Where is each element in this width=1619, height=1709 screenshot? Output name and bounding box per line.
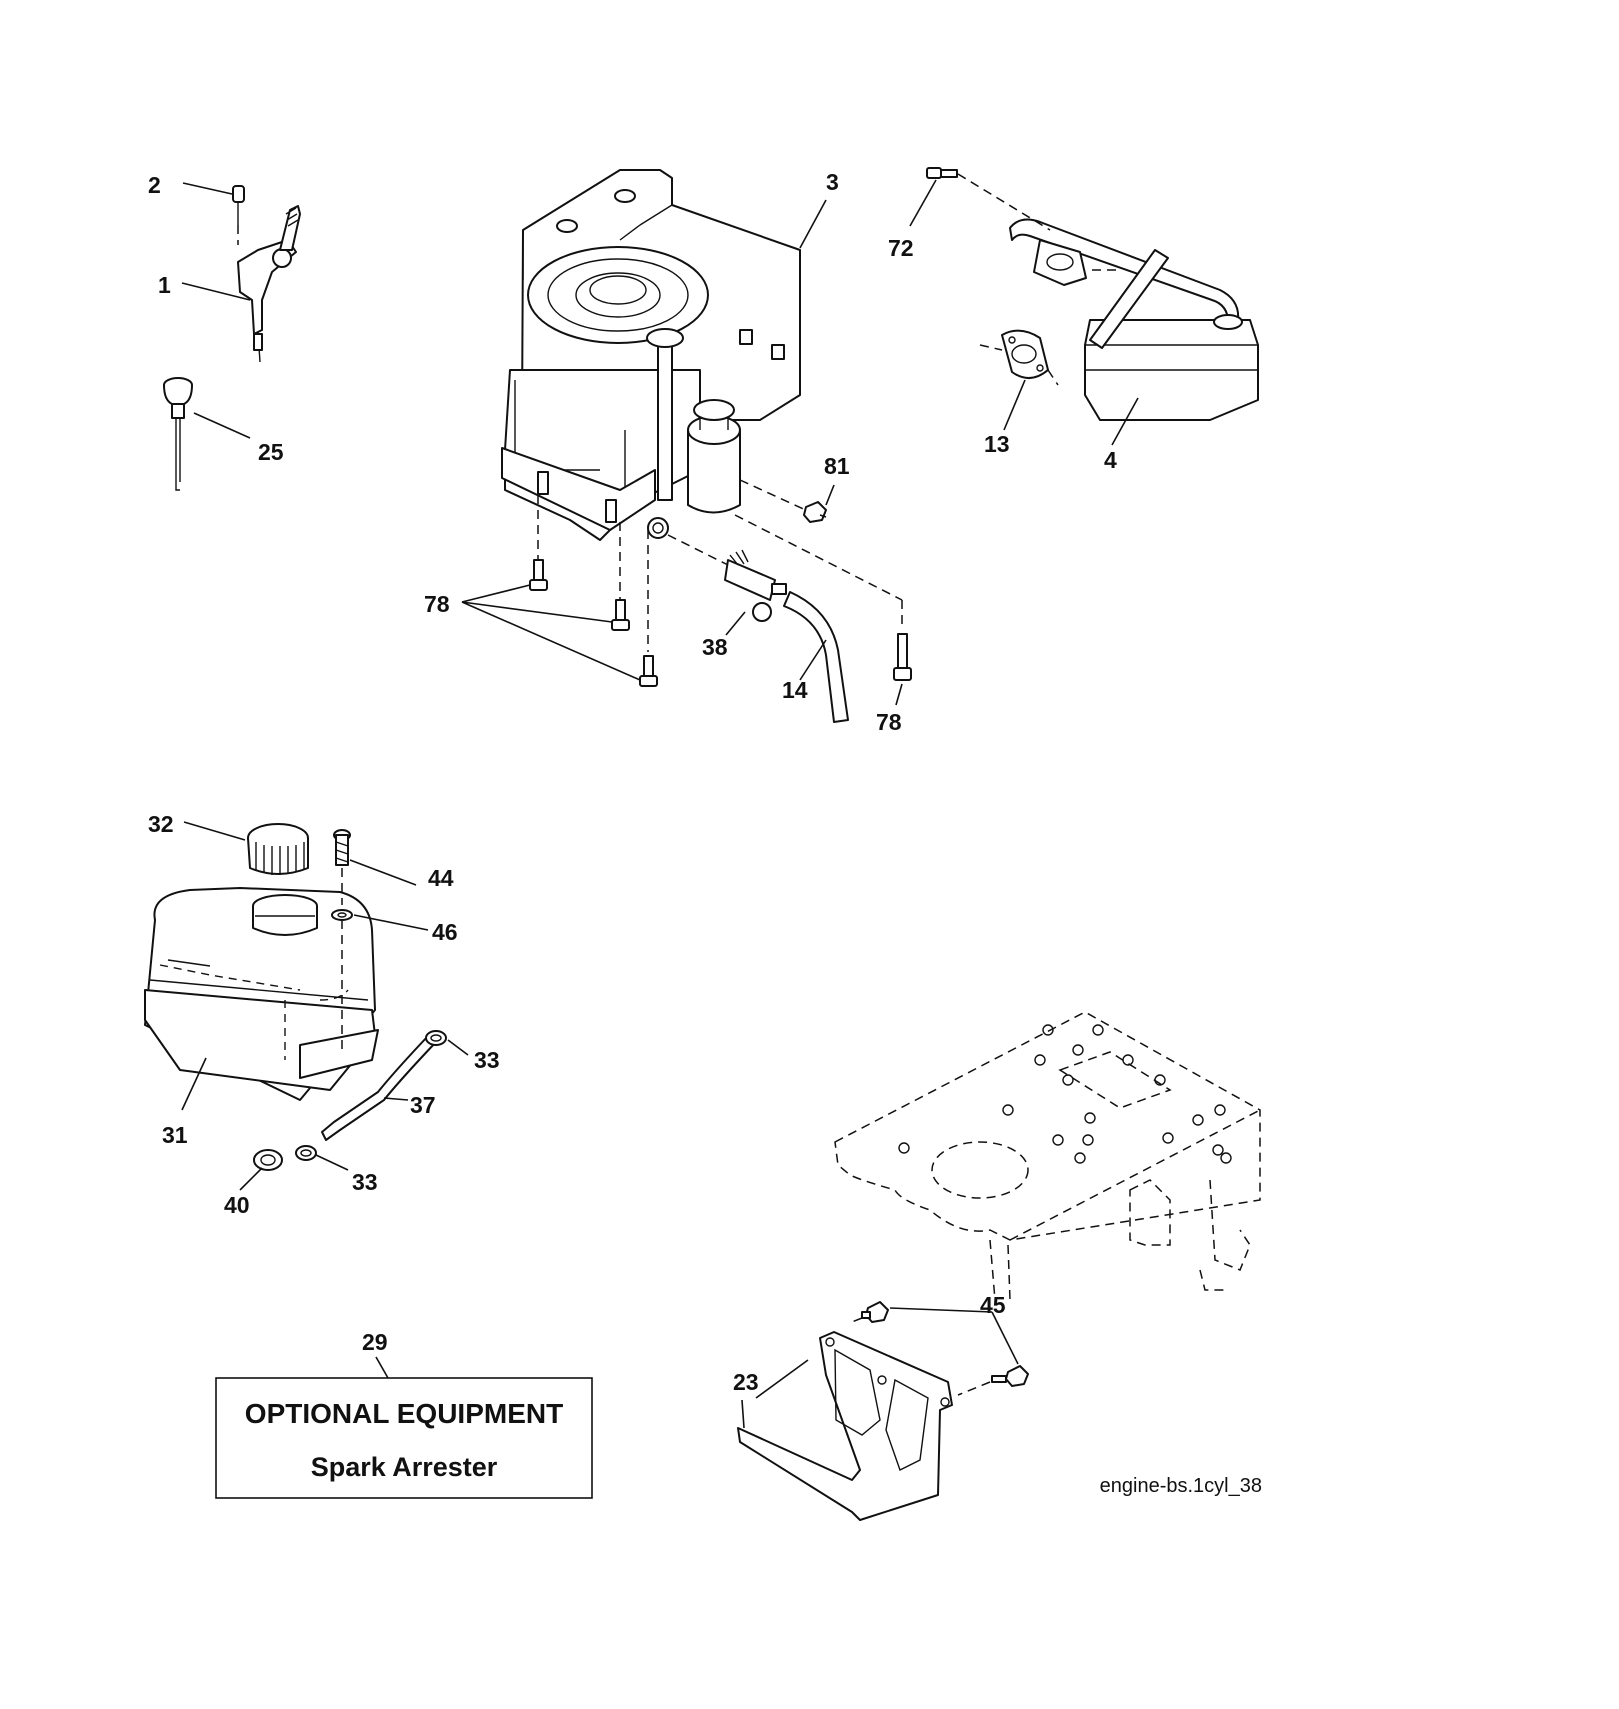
diagram-code: engine-bs.1cyl_38 [1100,1475,1262,1497]
label-part-37: 37 [410,1092,436,1118]
nut-81-part [803,484,835,523]
fuel-filter-part [724,549,787,636]
bolt-72-part [909,167,958,227]
bolt-45-part [861,1301,1029,1387]
optional-equipment-box [215,1377,593,1499]
optional-equipment-title: OPTIONAL EQUIPMENT [245,1398,563,1429]
label-part-1: 1 [158,272,171,298]
label-part-44: 44 [428,865,454,891]
label-part-3: 3 [826,169,839,195]
spark-arrester-label: Spark Arrester [311,1452,498,1482]
label-part-45: 45 [980,1292,1006,1318]
throttle-control-part [232,185,301,363]
label-part-4: 4 [1104,447,1117,473]
label-part-40: 40 [224,1192,250,1218]
fuel-hose-part [783,591,849,723]
gasket-part [1001,329,1049,431]
label-part-2: 2 [148,172,161,198]
label-part-33-lower: 33 [352,1169,378,1195]
chassis-frame-part [834,1011,1261,1301]
label-part-81: 81 [824,453,850,479]
heat-shield-part [737,1331,953,1521]
engine-part [501,169,827,541]
label-part-13: 13 [984,431,1010,457]
label-part-23: 23 [733,1369,759,1395]
bolt-78-part [529,559,912,687]
choke-knob-part [163,377,193,491]
label-part-33-upper: 33 [474,1047,500,1073]
fuel-cap-part [183,821,309,875]
label-part-78-left: 78 [424,591,450,617]
label-part-46: 46 [432,919,458,945]
label-part-31: 31 [162,1122,188,1148]
label-part-14: 14 [782,677,808,703]
clamp-33-part [295,1030,469,1171]
label-part-32: 32 [148,811,174,837]
label-part-25: 25 [258,439,284,465]
fuel-line-part [321,1035,437,1141]
label-part-38: 38 [702,634,728,660]
muffler-part [1009,218,1259,446]
fuel-tank-part [144,887,379,1111]
screw-44-part [333,829,417,886]
label-part-78-right: 78 [876,709,902,735]
label-part-29: 29 [362,1329,388,1355]
grommet-part [239,1149,283,1191]
label-part-72: 72 [888,235,914,261]
